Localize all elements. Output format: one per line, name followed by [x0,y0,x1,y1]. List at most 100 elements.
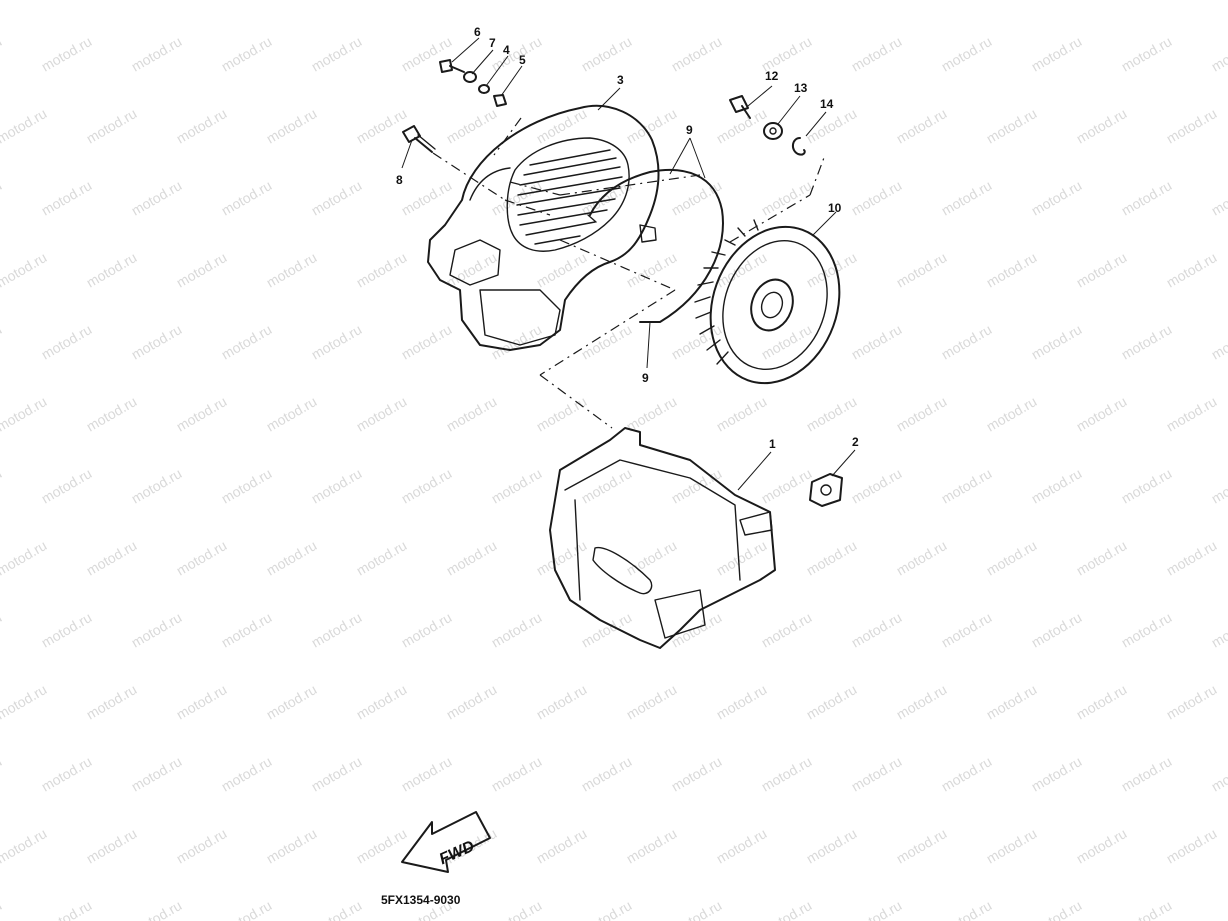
watermark-text: motod.ru [669,465,725,506]
watermark-text: motod.ru [84,0,140,3]
watermark-text: motod.ru [174,105,230,146]
part-label-1: 1 [769,437,776,451]
watermark-text: motod.ru [669,753,725,794]
watermark-text: motod.ru [1164,105,1220,146]
part-labels: 6 7 4 5 3 8 9 9 12 13 14 10 1 2 [396,25,859,451]
watermark-text: motod.ru [0,105,49,146]
part-label-9-bottom: 9 [642,371,649,385]
watermark-text: motod.ru [984,249,1040,290]
watermark-text: motod.ru [1029,897,1085,921]
watermark-text: motod.ru [894,105,950,146]
watermark-text: motod.ru [309,33,365,74]
watermark-text: motod.ru [174,681,230,722]
watermark-text: motod.ru [129,321,185,362]
watermark-text: motod.ru [939,609,995,650]
watermark-text: motod.ru [534,537,590,578]
retaining-wire-drawing [587,168,724,323]
watermark-text: motod.ru [489,753,545,794]
watermark-text: motod.ru [759,753,815,794]
watermark-text: motod.ru [444,393,500,434]
watermark-text: motod.ru [669,33,725,74]
watermark-text: motod.ru [984,825,1040,866]
watermark-text: motod.ru [39,897,95,921]
watermark-text: motod.ru [804,537,860,578]
part-label-8: 8 [396,173,403,187]
watermark-text: motod.ru [399,177,455,218]
watermark-text: motod.ru [1074,249,1130,290]
watermark-text: motod.ru [444,537,500,578]
watermark-text: motod.ru [759,177,815,218]
watermark-text: motod.ru [264,681,320,722]
watermark-text: motod.ru [0,0,49,3]
watermark-text: motod.ru [714,681,770,722]
watermark-text: motod.ru [39,33,95,74]
watermark-text: motod.ru [0,249,49,290]
watermark-text: motod.ru [534,681,590,722]
watermark-text: motod.ru [1209,321,1228,362]
watermark-text: motod.ru [399,321,455,362]
watermark-text: motod.ru [309,609,365,650]
watermark-text: motod.ru [1029,177,1085,218]
watermark-text: motod.ru [309,321,365,362]
watermark-text: motod.ru [669,897,725,921]
watermark-text: motod.ru [489,609,545,650]
watermark-text: motod.ru [1119,897,1175,921]
watermark-text: motod.ru [714,537,770,578]
watermark-text: motod.ru [129,177,185,218]
watermark-text: motod.ru [84,105,140,146]
watermark-text: motod.ru [939,177,995,218]
watermark-text: motod.ru [804,105,860,146]
watermark-text: motod.ru [0,321,4,362]
watermark-text: motod.ru [129,753,185,794]
watermark-text: motod.ru [39,177,95,218]
watermark-text: motod.ru [1074,393,1130,434]
watermark-text: motod.ru [624,681,680,722]
part-label-14: 14 [820,97,834,111]
watermark-text: motod.ru [894,681,950,722]
watermark-text: motod.ru [219,897,275,921]
watermark-text: motod.ru [1074,825,1130,866]
watermark-text: motod.ru [759,609,815,650]
watermark-text: motod.ru [939,33,995,74]
watermark-text: motod.ru [939,465,995,506]
watermark-text: motod.ru [0,465,4,506]
watermark-text: motod.ru [174,249,230,290]
watermark-text: motod.ru [0,825,49,866]
watermark-text: motod.ru [39,609,95,650]
watermark-text: motod.ru [354,105,410,146]
watermark-text: motod.ru [894,393,950,434]
part-label-3: 3 [617,73,624,87]
watermark-text: motod.ru [849,177,905,218]
watermark-text: motod.ru [624,393,680,434]
watermark-text: motod.ru [0,177,4,218]
watermark-text: motod.ru [804,825,860,866]
watermark-text: motod.ru [444,0,500,3]
leader-lines [401,37,856,491]
watermark-text: motod.ru [1209,897,1228,921]
nut-washer-set-drawing [729,95,806,156]
watermark-text: motod.ru [984,681,1040,722]
watermark-text: motod.ru [849,609,905,650]
watermark-text: motod.ru [1029,753,1085,794]
watermark-text: motod.ru [1209,33,1228,74]
watermark-text: motod.ru [849,33,905,74]
watermark-text: motod.ru [219,177,275,218]
bolt-8-drawing [402,125,436,153]
watermark-text: motod.ru [444,681,500,722]
watermark-text: motod.ru [399,465,455,506]
watermark-text: motod.ru [1119,609,1175,650]
watermark-text: motod.ru [0,681,49,722]
watermark-text: motod.ru [894,0,950,3]
watermark-text: motod.ru [1119,753,1175,794]
watermark-text: motod.ru [984,537,1040,578]
watermark-text: motod.ru [84,249,140,290]
watermark-text: motod.ru [714,825,770,866]
watermark-text: motod.ru [264,825,320,866]
cylinder-shroud-drawing [549,427,776,649]
watermark-text: motod.ru [444,105,500,146]
watermark-text: motod.ru [1119,465,1175,506]
watermark-text: motod.ru [39,465,95,506]
watermark-text: motod.ru [624,0,680,3]
watermark-text: motod.ru [264,105,320,146]
watermark-text: motod.ru [669,321,725,362]
